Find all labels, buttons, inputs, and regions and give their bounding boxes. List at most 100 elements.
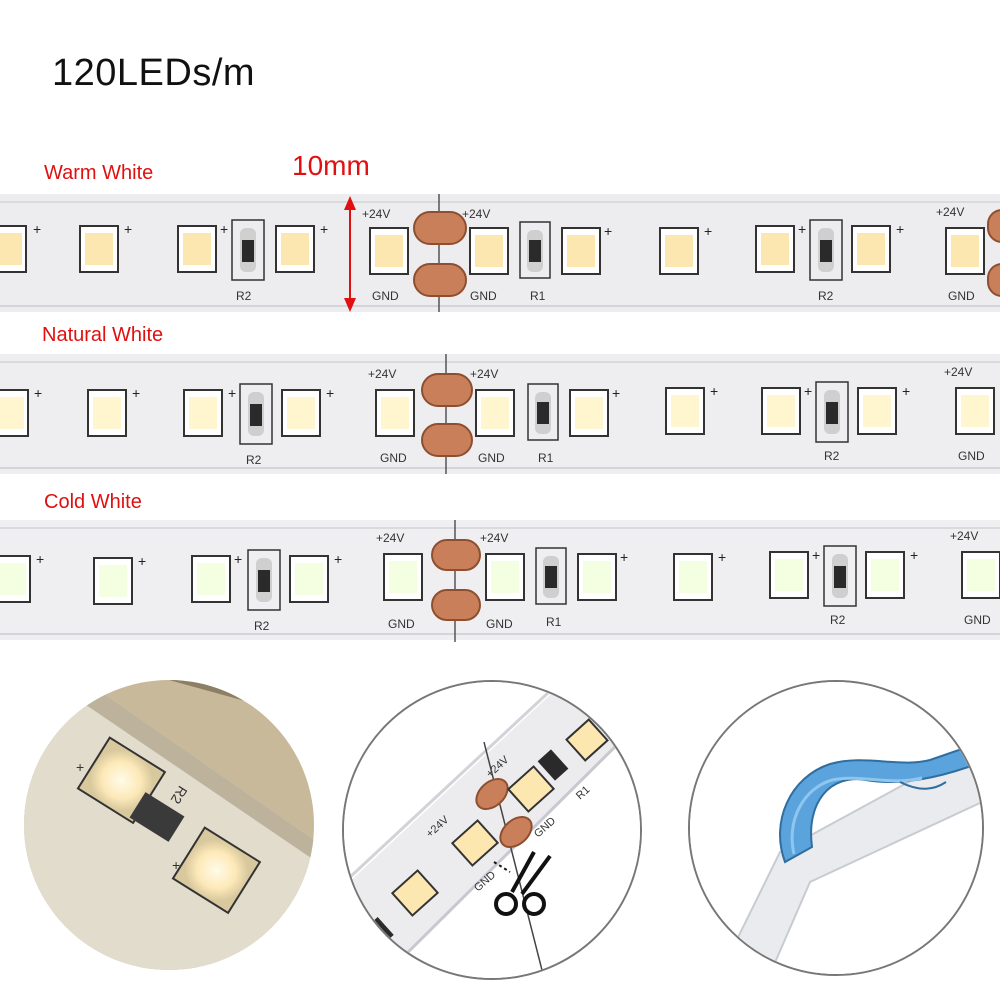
- led-chip: +: [0, 551, 44, 603]
- svg-text:+: +: [910, 547, 918, 563]
- silkscreen-gnd: GND: [388, 617, 415, 631]
- silkscreen-r2: R2: [818, 289, 834, 303]
- led-chip: [369, 227, 409, 275]
- silkscreen-r2: R2: [254, 619, 270, 633]
- silkscreen-24v: +24V: [936, 205, 964, 219]
- closeup-lit-leds: + R2 +: [24, 680, 314, 970]
- silkscreen-24v: +24V: [376, 531, 404, 545]
- led-chip: +: [87, 385, 140, 437]
- svg-text:+: +: [896, 221, 904, 237]
- copper-pad: [413, 263, 467, 297]
- silkscreen-r2: R2: [246, 453, 262, 467]
- silkscreen-24v: +24V: [944, 365, 972, 379]
- page-title: 120LEDs/m: [52, 52, 256, 94]
- silkscreen-24v: +24V: [362, 207, 390, 221]
- copper-pad: [413, 211, 467, 245]
- svg-text:+: +: [902, 383, 910, 399]
- svg-text:+: +: [228, 385, 236, 401]
- led-chip: +: [659, 223, 712, 275]
- led-chip: +: [761, 383, 812, 435]
- resistor: [527, 383, 559, 441]
- led-chip: +: [851, 221, 904, 273]
- led-chip: [506, 765, 556, 813]
- svg-text:+: +: [604, 223, 612, 239]
- led-chip: +: [569, 385, 620, 437]
- silkscreen-24v: +24V: [368, 367, 396, 381]
- resistor: [231, 219, 265, 281]
- led-chip: +: [177, 221, 228, 273]
- svg-text:+: +: [798, 221, 806, 237]
- svg-text:+: +: [804, 383, 812, 399]
- led-chip: [450, 819, 500, 867]
- silkscreen-24v: +24V: [950, 529, 978, 543]
- resistor: [535, 547, 567, 605]
- led-strip-cold-white: + + + + R2 +24V GND +24V GND R1 + + + R2…: [0, 518, 1000, 648]
- scissors-icon: [493, 851, 552, 916]
- led-chip: [565, 718, 609, 762]
- svg-text:+: +: [234, 551, 242, 567]
- silkscreen-gnd: GND: [470, 289, 497, 303]
- resistor: [129, 792, 185, 842]
- led-chip: +: [561, 223, 612, 275]
- copper-pad: [431, 539, 481, 571]
- svg-text:+: +: [326, 385, 334, 401]
- resistor: [537, 749, 569, 781]
- dimension-label: 10mm: [292, 150, 370, 181]
- svg-text:+: +: [612, 385, 620, 401]
- silkscreen-plus: +: [76, 759, 84, 775]
- svg-text:+: +: [132, 385, 140, 401]
- svg-text:+: +: [36, 551, 44, 567]
- silkscreen-24v: +24V: [462, 207, 490, 221]
- resistor: [809, 219, 843, 281]
- led-chip: [945, 227, 985, 275]
- led-chip: [955, 387, 995, 435]
- svg-text:+: +: [320, 221, 328, 237]
- silkscreen-r1: R1: [538, 451, 554, 465]
- led-chip: +: [281, 385, 334, 437]
- led-chip: [961, 551, 1000, 599]
- silkscreen-plus: +: [172, 857, 180, 873]
- copper-pad: [421, 423, 473, 457]
- led-chip: +: [93, 553, 146, 605]
- led-chip: +: [865, 547, 918, 599]
- strip-label-warm-white: Warm White: [44, 162, 154, 184]
- silkscreen-r2: R2: [830, 613, 846, 627]
- resistor: [519, 221, 551, 279]
- svg-text:+: +: [334, 551, 342, 567]
- silkscreen-r2: R2: [824, 449, 840, 463]
- led-chip: [383, 553, 423, 601]
- led-chip: [390, 869, 440, 917]
- led-chip: +: [577, 549, 628, 601]
- cut-mark-scissors: +24V +24V GND GND R1: [342, 680, 642, 980]
- led-chip: [475, 389, 515, 437]
- led-chip: +: [0, 385, 42, 437]
- svg-text:+: +: [138, 553, 146, 569]
- led-chip: +: [275, 221, 328, 273]
- silkscreen-r1: R1: [546, 615, 562, 629]
- svg-text:+: +: [718, 549, 726, 565]
- silkscreen-r2: R2: [236, 289, 252, 303]
- svg-text:+: +: [704, 223, 712, 239]
- led-chip: +: [769, 547, 820, 599]
- silkscreen-gnd: GND: [958, 449, 985, 463]
- led-chip: +: [857, 383, 910, 435]
- resistor: [247, 549, 281, 611]
- svg-text:+: +: [33, 221, 41, 237]
- silkscreen-gnd: GND: [380, 451, 407, 465]
- adhesive-tape: [779, 740, 982, 864]
- led-chip: [375, 389, 415, 437]
- resistor: [815, 381, 849, 443]
- svg-text:+: +: [220, 221, 228, 237]
- led-strip-natural-white: + + + + R2 +24V GND +24V GND R1 + + + R2…: [0, 352, 1000, 482]
- silkscreen-gnd: GND: [486, 617, 513, 631]
- led-chip: +: [0, 221, 41, 273]
- silkscreen-r1: R1: [530, 289, 546, 303]
- strip-label-cold-white: Cold White: [44, 491, 142, 513]
- silkscreen-gnd: GND: [478, 451, 505, 465]
- svg-text:+: +: [812, 547, 820, 563]
- led-chip: +: [755, 221, 806, 273]
- led-chip: +: [79, 221, 132, 273]
- copper-pad: [431, 589, 481, 621]
- resistor: [823, 545, 857, 607]
- led-chip: +: [289, 551, 342, 603]
